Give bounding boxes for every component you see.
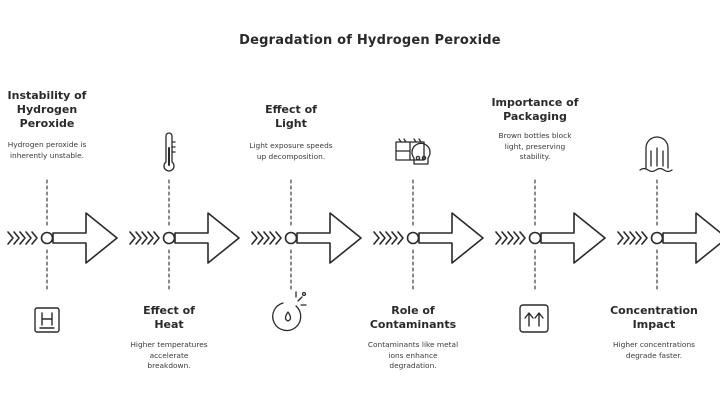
- step-6-description: Higher concentrations degrade faster.: [613, 340, 695, 360]
- concentration-tower-icon: [639, 136, 673, 173]
- step-3-description: Light exposure speeds up decomposition.: [249, 141, 333, 161]
- step-1-description: Hydrogen peroxide is inherently unstable…: [7, 140, 87, 160]
- light-drop-icon: [272, 291, 307, 332]
- diagram-title: Degradation of Hydrogen Peroxide: [239, 33, 501, 48]
- step-3-heading: Effect of Light: [265, 103, 317, 130]
- step-5-heading: Importance of Packaging: [491, 96, 579, 123]
- step-5-description: Brown bottles block light, preserving st…: [498, 131, 572, 161]
- timeline-segment-4: [373, 212, 484, 264]
- timeline-segment-3: [251, 212, 362, 264]
- thermometer-icon: [163, 132, 176, 172]
- step-2-heading: Effect of Heat: [143, 304, 195, 331]
- timeline-segment-6: [617, 212, 720, 264]
- this-side-up-icon: [519, 304, 549, 333]
- timeline-segment-1: [7, 212, 118, 264]
- timeline-segment-5: [495, 212, 606, 264]
- step-2-description: Higher temperatures accelerate breakdown…: [130, 340, 208, 370]
- step-4-heading: Role of Contaminants: [369, 304, 457, 331]
- step-6-heading: Concentration Impact: [610, 304, 698, 331]
- contaminants-skull-icon: [395, 138, 431, 165]
- step-4-description: Contaminants like metal ions enhance deg…: [367, 340, 459, 370]
- step-1-heading: Instability of Hydrogen Peroxide: [7, 89, 87, 130]
- guide-lines: [46, 179, 658, 291]
- timeline-segment-2: [129, 212, 240, 264]
- hydrogen-element-icon: [34, 307, 60, 333]
